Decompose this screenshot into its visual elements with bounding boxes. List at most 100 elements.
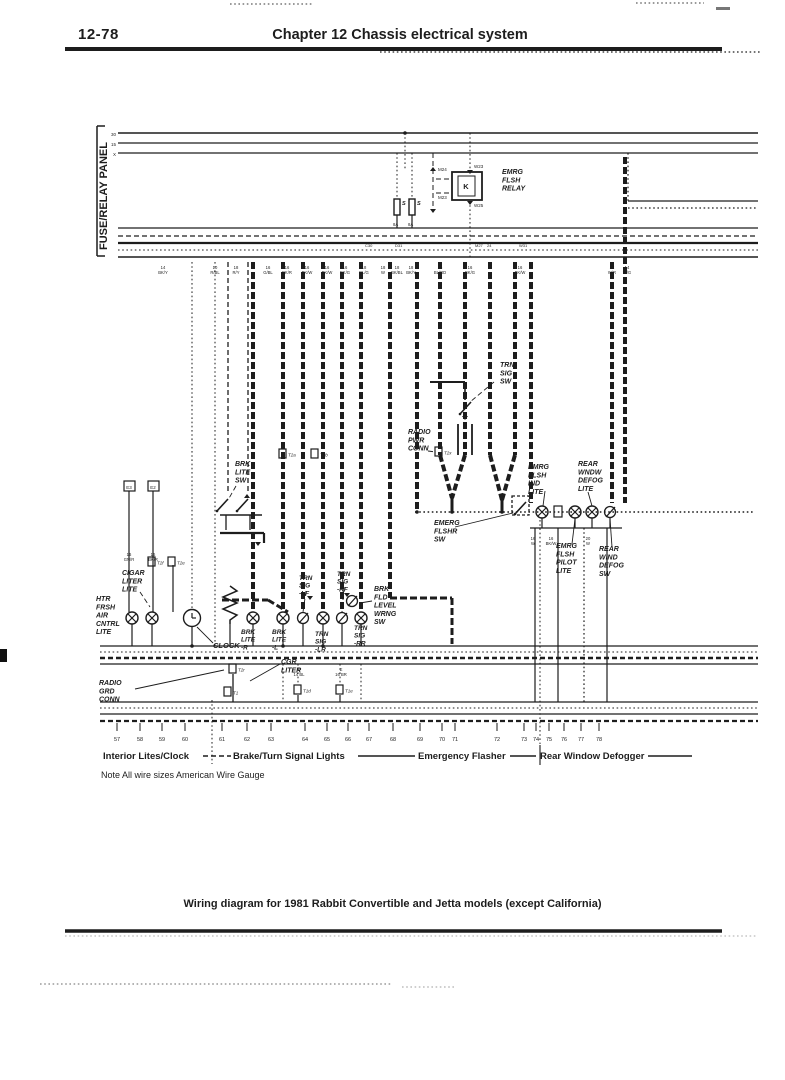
bus-code: W31 — [519, 243, 528, 248]
terminal-number: 66 — [345, 737, 351, 743]
component-box — [123, 480, 136, 492]
switch-icon — [337, 612, 348, 624]
fuse-label: S — [417, 201, 421, 207]
wire — [359, 600, 373, 604]
connector-icon — [293, 684, 302, 695]
connector-tag: T2e — [177, 561, 185, 566]
fuse-rating: 8A — [393, 222, 398, 227]
wire — [454, 512, 514, 528]
switch-icon — [458, 412, 462, 416]
connector-icon — [335, 684, 344, 695]
arrow-icon — [244, 494, 250, 498]
terminal-number: 64 — [302, 737, 308, 743]
connector-tag: T2f — [157, 561, 164, 566]
wire-tag: W25 — [474, 203, 484, 208]
wire-tag: W23 — [474, 164, 484, 169]
lamp-icon — [316, 611, 330, 625]
chapter-title: Chapter 12 Chassis electrical system — [272, 27, 528, 43]
wire — [587, 491, 593, 507]
diagram-caption: Wiring diagram for 1981 Rabbit Convertib… — [183, 898, 602, 910]
wire — [438, 454, 454, 499]
terminal-number: 77 — [578, 737, 584, 743]
terminal-number: 71 — [452, 737, 458, 743]
lamp-icon — [246, 611, 260, 625]
arrow-icon — [344, 593, 350, 597]
section-label: Rear Window Defogger — [540, 751, 645, 762]
arrow-icon — [307, 596, 313, 600]
clock-icon — [182, 608, 202, 628]
junction-dot — [450, 510, 454, 514]
switch-icon — [347, 595, 358, 607]
heating-element-icon — [221, 585, 239, 624]
bus-tag: 15 — [111, 142, 117, 147]
scan-artifact — [0, 649, 7, 662]
connector-tag: T2r — [238, 668, 245, 673]
switch-icon — [603, 505, 617, 519]
wire — [469, 381, 495, 403]
lamp-icon — [568, 505, 582, 519]
arrow-icon — [430, 209, 436, 213]
component-box — [553, 505, 563, 518]
terminal-number: 74 — [533, 737, 539, 743]
wire-tag: M23 — [438, 195, 447, 200]
arrow-icon — [430, 167, 436, 171]
wire — [500, 454, 517, 501]
switch-icon — [459, 401, 472, 415]
wire — [196, 626, 214, 644]
terminal-number: 76 — [561, 737, 567, 743]
panel-label: FUSE/RELAY PANEL — [98, 142, 110, 250]
junction-dot — [403, 131, 407, 135]
terminal-number: 57 — [114, 737, 120, 743]
relay-symbol: K — [463, 182, 469, 191]
lamp-icon — [145, 611, 159, 625]
terminal-number: 62 — [244, 737, 250, 743]
switch-icon — [335, 611, 349, 625]
terminal-number: 78 — [596, 737, 602, 743]
wire — [427, 450, 437, 453]
section-label: Emergency Flasher — [418, 751, 506, 762]
connector-icon — [310, 448, 319, 459]
switch-icon — [605, 506, 616, 518]
wire — [542, 490, 546, 507]
connector-icon — [278, 448, 287, 459]
terminal-number: 60 — [182, 737, 188, 743]
component-box — [408, 198, 416, 216]
fuse-rating: 8A — [408, 222, 413, 227]
wire — [249, 663, 281, 682]
arrow-icon — [467, 201, 473, 205]
wire — [488, 454, 504, 501]
lamp-icon — [585, 505, 599, 519]
junction-dot — [281, 644, 285, 648]
arrow-icon — [255, 542, 261, 546]
switch-icon — [236, 498, 249, 512]
terminal-number: 65 — [324, 737, 330, 743]
connector-icon — [228, 663, 237, 674]
fuse-label: S — [402, 201, 406, 207]
connector-tag: T2x — [444, 451, 452, 456]
connector-icon — [223, 686, 232, 697]
lamp-icon — [354, 611, 368, 625]
connector-tag: T2a — [288, 453, 296, 458]
